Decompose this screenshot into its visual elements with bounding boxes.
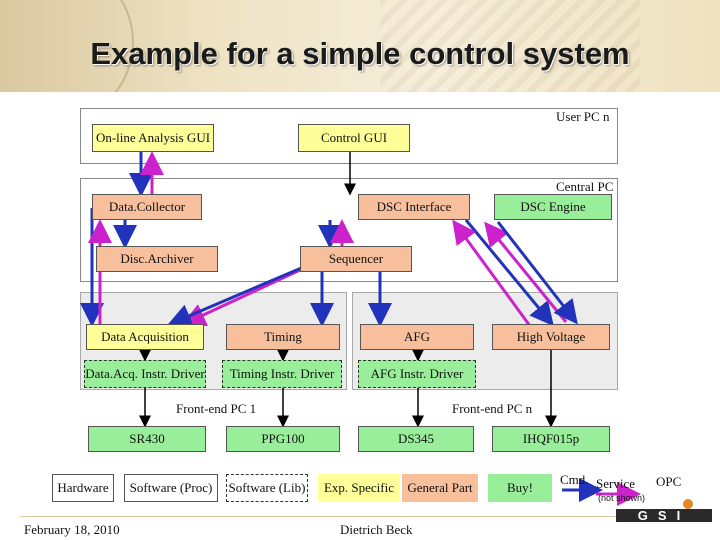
arrow-service — [452, 219, 532, 327]
data-acquisition-box: Data Acquisition — [86, 324, 204, 350]
user-pc-frame — [80, 108, 618, 164]
legend-not-shown-label: (not shown) — [598, 493, 646, 503]
control-gui-box: Control GUI — [298, 124, 410, 152]
gsi-logo-lettering: GSI — [638, 508, 690, 523]
ds345-box: DS345 — [358, 426, 474, 452]
data-acq-instr-driver-box: Data.Acq. Instr. Driver — [84, 360, 206, 388]
arrow-service — [484, 221, 568, 323]
frontend-pc-n-label: Front-end PC n — [452, 401, 533, 416]
arrow-command — [464, 219, 554, 327]
arrow-command — [167, 264, 307, 327]
timing-box: Timing — [226, 324, 340, 350]
afg-box: AFG — [360, 324, 474, 350]
disc-archiver-box: Disc.Archiver — [96, 246, 218, 272]
afg-instr-driver-box: AFG Instr. Driver — [358, 360, 476, 388]
arrow-command — [496, 221, 578, 325]
central-pc-label: Central PC — [556, 179, 614, 194]
data-collector-box: Data.Collector — [92, 194, 202, 220]
footer-date: February 18, 2010 — [24, 522, 120, 537]
header-decoration — [380, 0, 640, 92]
legend-exp-specific: Exp. Specific — [318, 474, 400, 502]
legend-cmd-label: Cmd. — [560, 472, 589, 487]
gsi-logo: GSI — [616, 499, 712, 523]
online-analysis-gui-box: On-line Analysis GUI — [92, 124, 214, 152]
legend-hardware: Hardware — [52, 474, 114, 502]
timing-instr-driver-box: Timing Instr. Driver — [222, 360, 342, 388]
legend-service-label: Service — [596, 476, 635, 491]
frontend-pc-1-label: Front-end PC 1 — [176, 401, 257, 416]
legend-software-lib: Software (Lib) — [226, 474, 308, 502]
ihqf015p-box: IHQF015p — [492, 426, 610, 452]
central-pc-frame — [80, 178, 618, 282]
legend-buy: Buy! — [488, 474, 552, 502]
dsc-engine-box: DSC Engine — [494, 194, 612, 220]
slide-title: Example for a simple control system — [90, 36, 630, 71]
user-pc-label: User PC n — [556, 109, 610, 124]
header-decoration — [0, 0, 134, 92]
dsc-interface-box: DSC Interface — [358, 194, 470, 220]
header-banner — [0, 0, 720, 92]
footer-divider — [20, 516, 700, 517]
high-voltage-box: High Voltage — [492, 324, 610, 350]
sr430-box: SR430 — [88, 426, 206, 452]
legend-opc-label: OPC — [656, 474, 682, 489]
legend-software-proc: Software (Proc) — [124, 474, 218, 502]
footer-author: Dietrich Beck — [340, 522, 413, 537]
ppg100-box: PPG100 — [226, 426, 340, 452]
sequencer-box: Sequencer — [300, 246, 412, 272]
arrow-service — [181, 268, 301, 327]
legend-general-part: General Part — [402, 474, 478, 502]
